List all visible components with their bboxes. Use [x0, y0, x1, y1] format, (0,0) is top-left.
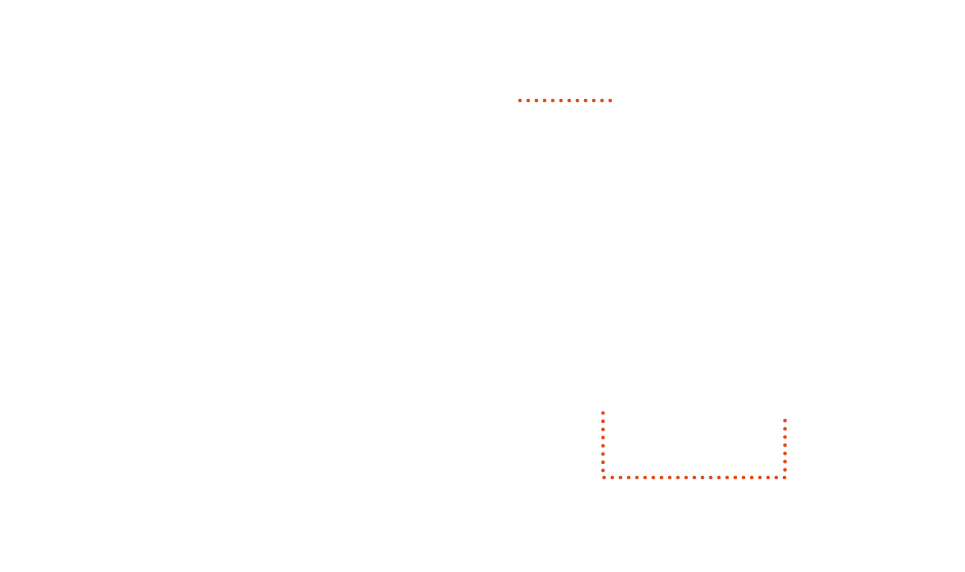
diagram-shapes	[518, 98, 787, 480]
bottom-dotted-bracket	[601, 411, 787, 480]
